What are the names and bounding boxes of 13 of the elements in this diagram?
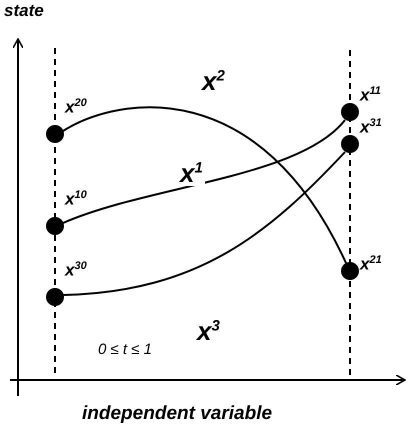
point-label: x$^{11}$ [360, 86, 381, 104]
point-label: x$^{10}$ [65, 190, 87, 208]
point-label: x$^{20}$ [65, 98, 87, 116]
curve [62, 119, 346, 224]
point-label: x$^{21}$ [360, 255, 382, 273]
curve [62, 106, 347, 264]
range-label: 0 ≤ t ≤ 1 [98, 342, 152, 357]
point-label: x$^{30}$ [65, 261, 87, 279]
axis-title: state [4, 2, 44, 19]
curve-label: x$^{1}$ [178, 160, 205, 186]
curve [62, 151, 346, 296]
point-label: x$^{31}$ [360, 118, 382, 136]
axis-title: independent variable [82, 404, 272, 423]
